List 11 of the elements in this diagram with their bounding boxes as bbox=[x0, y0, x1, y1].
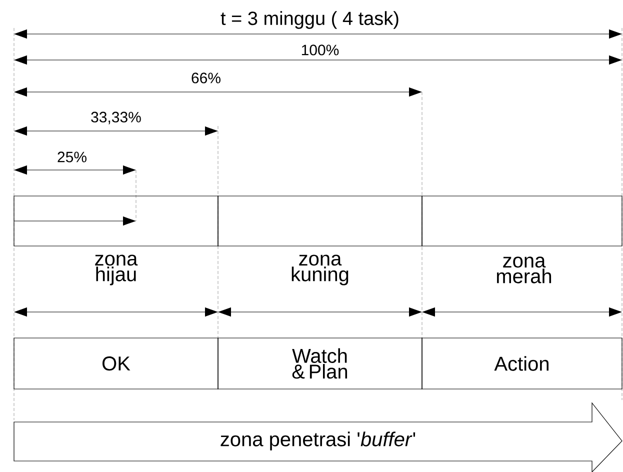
zone-action-box: Action bbox=[422, 338, 622, 390]
zone-action-box: OK bbox=[14, 338, 218, 390]
empty-box bbox=[422, 196, 622, 246]
dimension-label: 33,33% bbox=[91, 112, 141, 124]
zone-action-box: Watch & Plan bbox=[218, 338, 422, 390]
empty-box bbox=[218, 196, 422, 246]
dimension-label: t = 3 minggu ( 4 task) bbox=[220, 11, 398, 29]
dimension-label: 25% bbox=[58, 152, 86, 162]
dimension-label: 100% bbox=[302, 44, 339, 56]
dimension-label: 66% bbox=[192, 72, 220, 84]
empty-box bbox=[14, 196, 218, 246]
